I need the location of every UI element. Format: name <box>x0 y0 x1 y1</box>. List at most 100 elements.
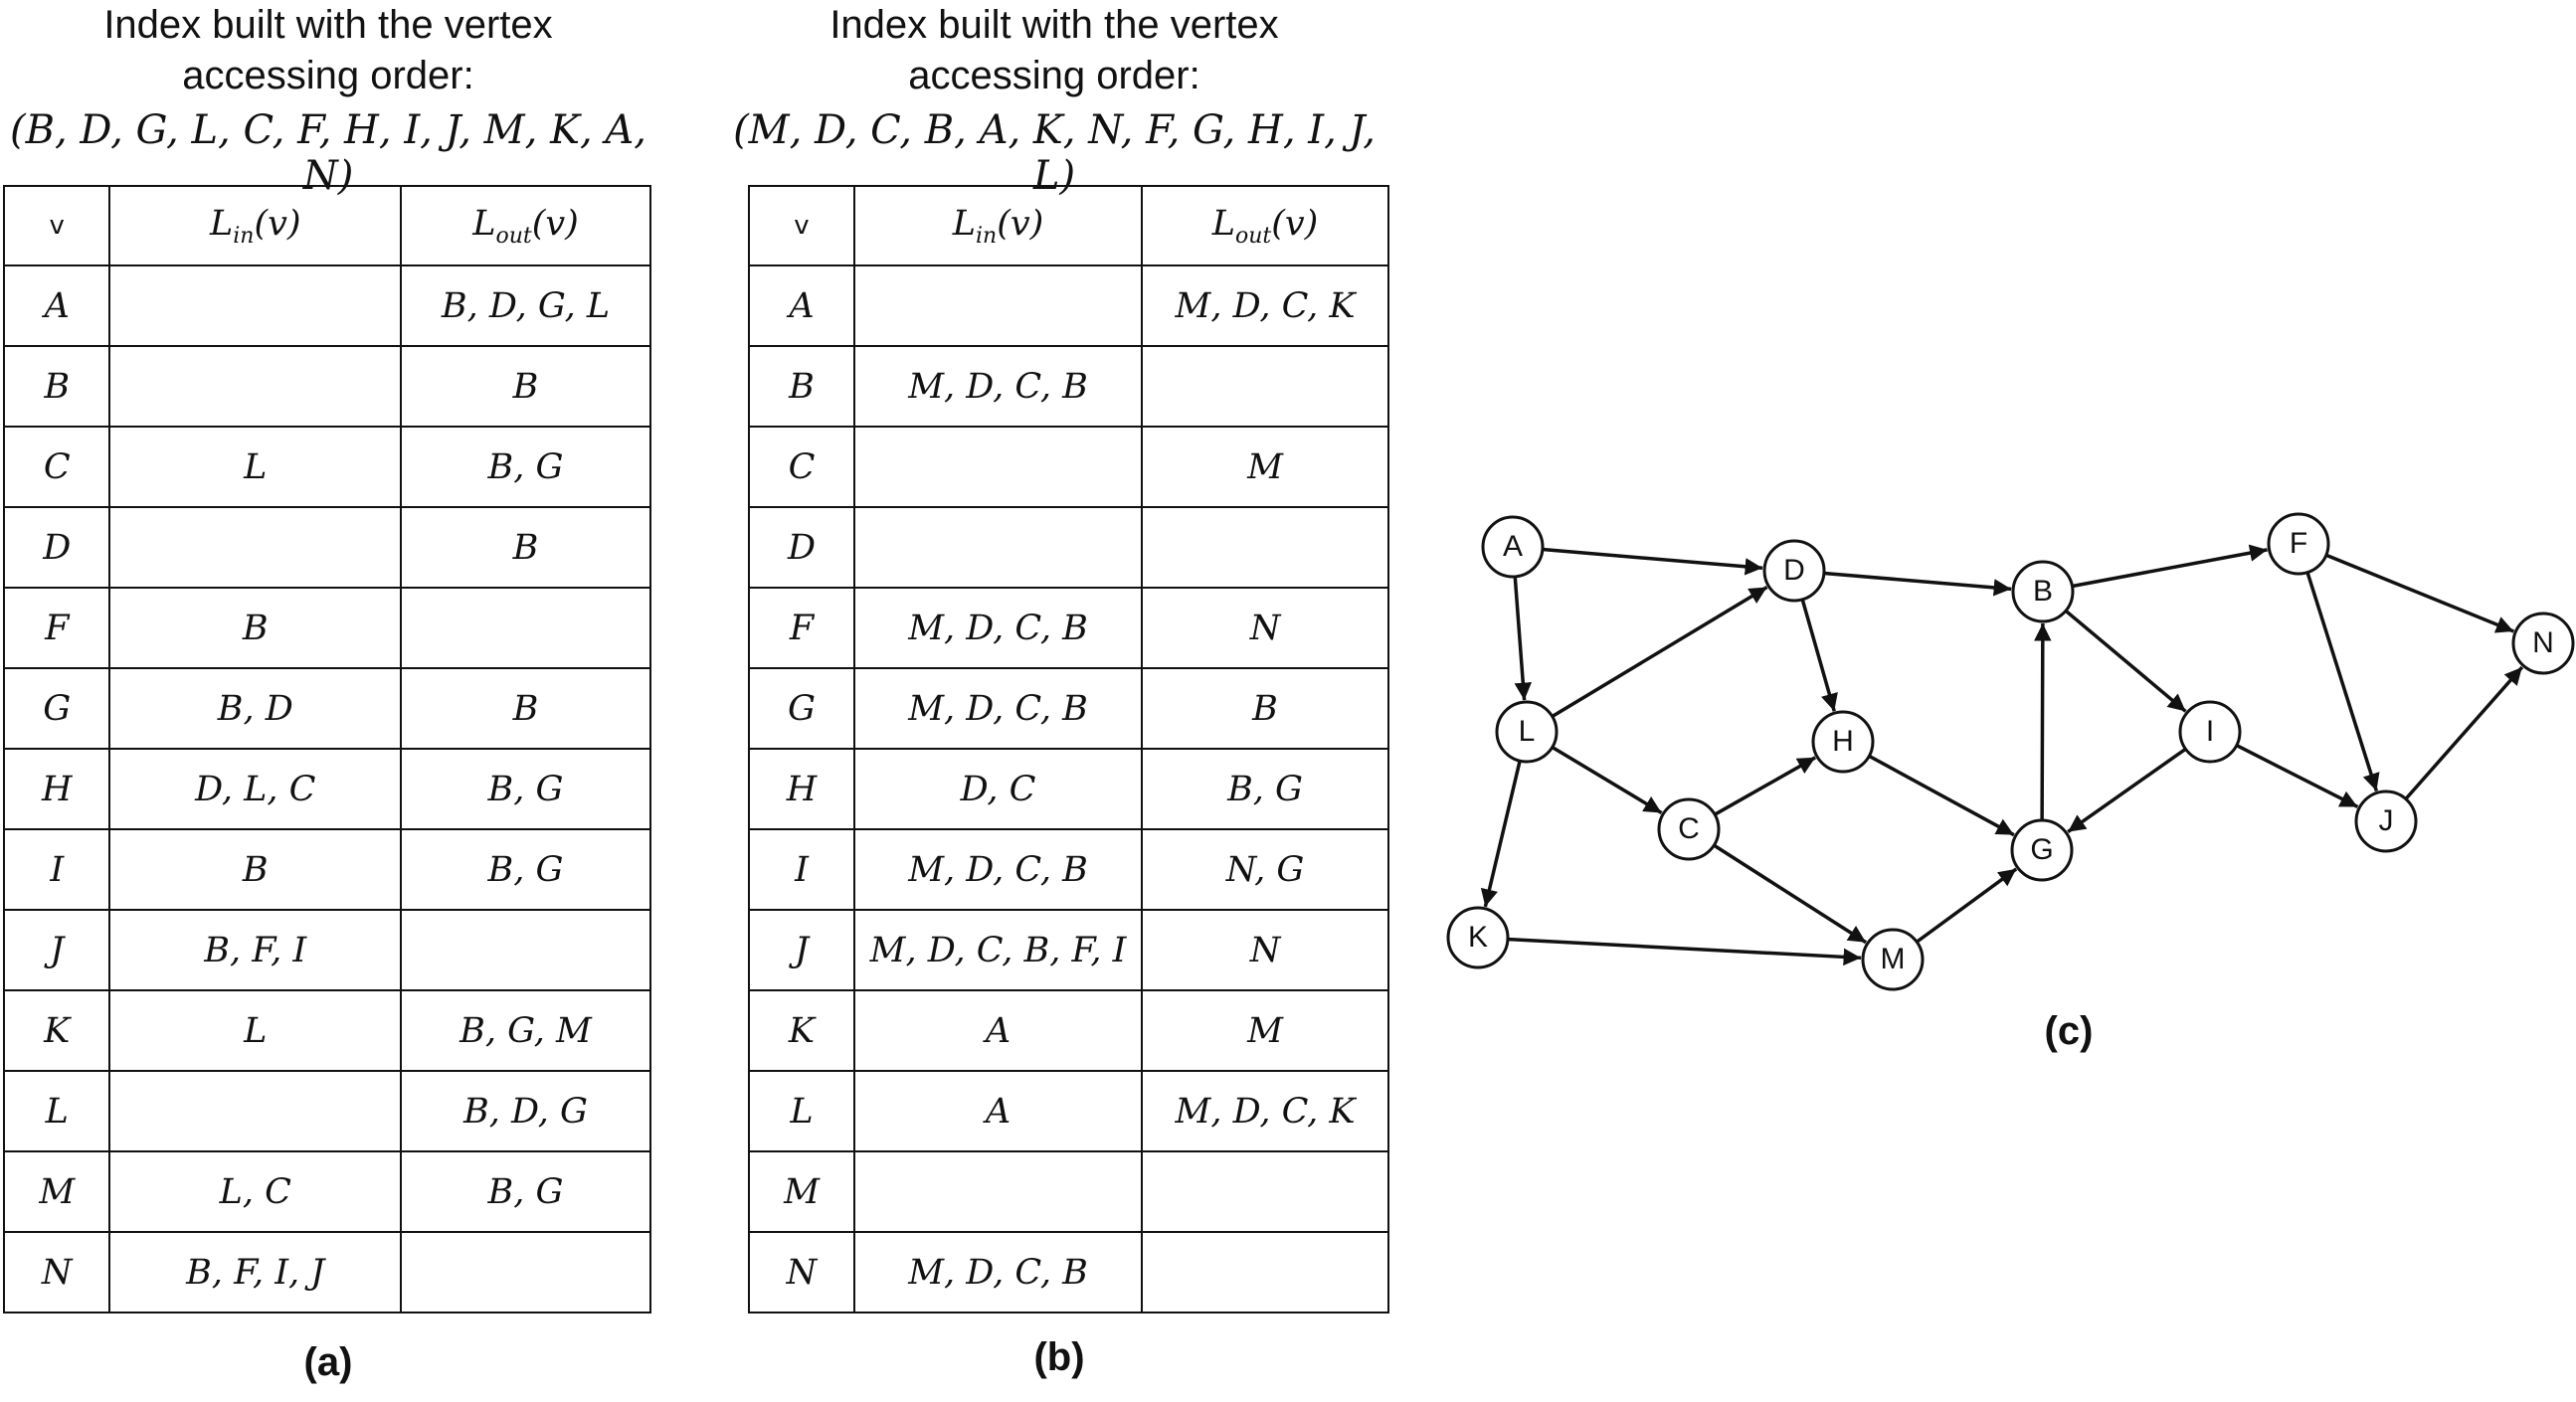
node-F: F <box>2267 512 2330 576</box>
lout-cell: N <box>1141 587 1389 669</box>
node-M: M <box>1861 928 1925 991</box>
lout-cell: B <box>400 667 651 750</box>
node-label: B <box>2033 575 2053 608</box>
node-label: C <box>1678 812 1700 845</box>
node-A: A <box>1481 515 1545 579</box>
vertex-cell: H <box>2 748 111 830</box>
lout-cell: M <box>1141 989 1389 1072</box>
node-circle <box>1495 700 1559 764</box>
lin-cell: L, C <box>108 1150 403 1233</box>
lin-cell <box>852 264 1144 347</box>
node-label: I <box>2206 715 2214 748</box>
edge-A-L <box>1513 576 1533 701</box>
lout-cell <box>400 1231 651 1314</box>
edge-L-K <box>1480 760 1522 908</box>
node-L: L <box>1495 700 1559 764</box>
edge-L-D <box>1551 586 1768 719</box>
vertex-cell: B <box>2 345 111 428</box>
lin-cell <box>852 506 1144 589</box>
vertex-cell: M <box>748 1150 855 1233</box>
node-label: K <box>1468 921 1488 954</box>
node-circle <box>2511 612 2575 675</box>
vertex-cell: G <box>2 667 111 750</box>
node-circle <box>1481 515 1545 579</box>
edge-C-H <box>1714 756 1817 816</box>
header-lout: Lout(v) <box>1141 185 1389 266</box>
lin-cell: M, D, C, B <box>852 1231 1144 1314</box>
table-row: D <box>748 506 1389 589</box>
node-label: H <box>1832 725 1854 758</box>
lout-cell: B <box>1141 667 1389 750</box>
lout-cell: M <box>1141 426 1389 508</box>
vertex-cell: I <box>748 828 855 911</box>
edge-C-M <box>1713 843 1867 945</box>
lout-cell <box>1141 1231 1389 1314</box>
vertex-cell: A <box>2 264 111 347</box>
lout-cell <box>1141 1150 1389 1233</box>
edge-I-J <box>2235 744 2359 809</box>
edge-A-D <box>1542 547 1763 576</box>
lin-cell: L <box>108 989 403 1072</box>
node-label: N <box>2532 626 2554 659</box>
lout-cell: N, G <box>1141 828 1389 911</box>
edge-J-N <box>2404 665 2524 800</box>
lin-cell <box>852 1150 1144 1233</box>
lout-cell: B, G <box>400 1150 651 1233</box>
lout-cell: B, G <box>1141 748 1389 830</box>
lin-cell <box>108 345 403 428</box>
vertex-cell: F <box>2 587 111 669</box>
node-circle <box>1861 928 1925 991</box>
node-circle <box>2354 789 2418 853</box>
panel-c-label: (c) <box>2044 1009 2094 1053</box>
lin-cell: B, F, I, J <box>108 1231 403 1314</box>
panel-a-caption-line2: accessing order: <box>182 54 474 97</box>
node-label: A <box>1503 530 1523 563</box>
lin-cell: M, D, C, B, F, I <box>852 909 1144 991</box>
node-label: F <box>2290 527 2307 560</box>
edge-B-I <box>2064 609 2187 713</box>
panel-b-caption-line2: accessing order: <box>908 54 1200 97</box>
node-label: M <box>1881 943 1906 975</box>
edge-K-M <box>1507 937 1862 966</box>
node-circle <box>2011 560 2075 623</box>
node-circle <box>2178 700 2242 764</box>
vertex-cell: C <box>748 426 855 508</box>
lin-cell <box>108 506 403 589</box>
lout-cell: B, D, G <box>400 1070 651 1152</box>
edge-D-B <box>1823 571 2012 597</box>
lin-cell <box>108 264 403 347</box>
node-I: I <box>2178 700 2242 764</box>
node-circle <box>2010 818 2074 882</box>
node-H: H <box>1811 710 1875 774</box>
lin-cell: M, D, C, B <box>852 667 1144 750</box>
header-lin: Lin(v) <box>852 185 1144 266</box>
vertex-cell: A <box>748 264 855 347</box>
lout-cell: N <box>1141 909 1389 991</box>
edge-B-F <box>2072 544 2268 589</box>
table-header-row: v Lin(v) Lout(v) <box>748 185 1389 266</box>
node-G: G <box>2010 818 2074 882</box>
vertex-cell: G <box>748 667 855 750</box>
panel-b-caption: Index built with the vertex accessing or… <box>726 0 1382 101</box>
header-vertex: v <box>748 185 855 266</box>
lout-cell: B, D, G, L <box>400 264 651 347</box>
lin-cell <box>108 1070 403 1152</box>
node-K: K <box>1446 906 1510 969</box>
lout-cell <box>1141 345 1389 428</box>
panel-b-label: (b) <box>1033 1335 1085 1379</box>
